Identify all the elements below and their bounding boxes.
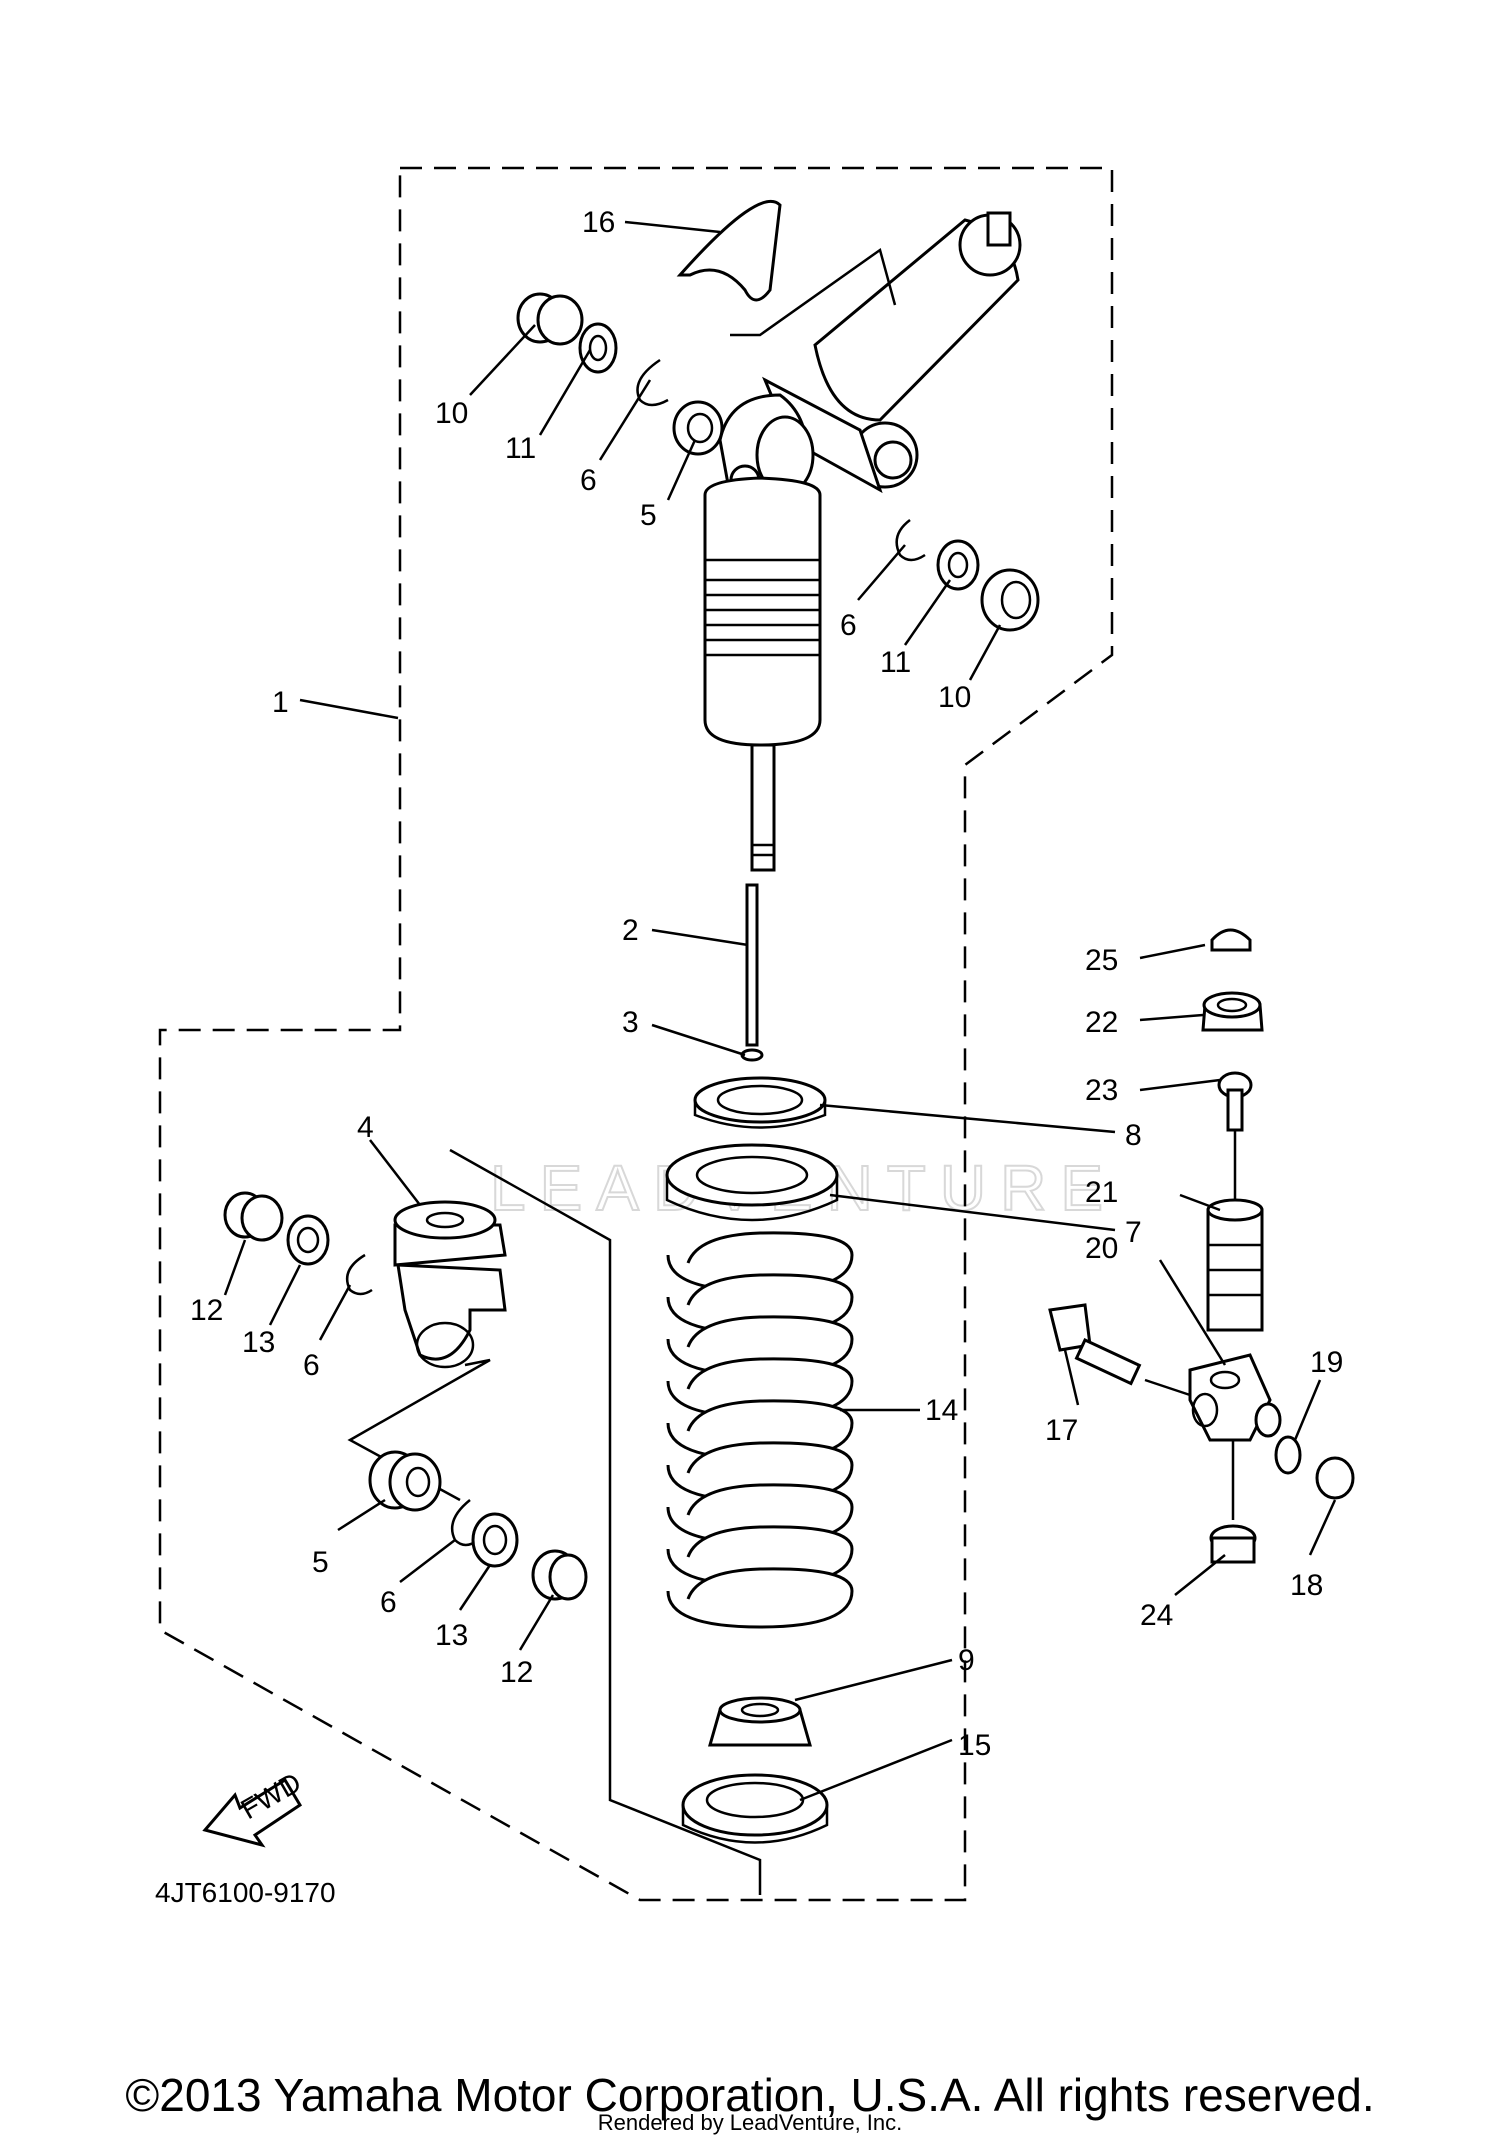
callout-5: 5 [640, 499, 657, 532]
callout-24: 24 [1140, 1599, 1173, 1632]
callout-14: 14 [925, 1394, 958, 1427]
callout-25: 25 [1085, 944, 1118, 977]
upper-right-hardware [895, 519, 1040, 632]
callout-13: 13 [242, 1326, 275, 1359]
callout-22: 22 [1085, 1006, 1118, 1039]
callout-1: 1 [272, 686, 289, 719]
callout-11: 11 [880, 646, 911, 679]
callout-7: 7 [1125, 1216, 1142, 1249]
callout-5: 5 [312, 1546, 329, 1579]
callout-6: 6 [380, 1586, 397, 1619]
lower-mount-axis [449, 1148, 762, 1895]
callout-6: 6 [580, 464, 597, 497]
callout-17: 17 [1045, 1414, 1078, 1447]
reservoir-axis-line [730, 247, 897, 337]
callout-15: 15 [958, 1729, 991, 1762]
part-14-spring [666, 1231, 854, 1629]
lower-left-hardware-upper [223, 1191, 373, 1296]
callout-12: 12 [500, 1656, 533, 1689]
callout-3: 3 [622, 1006, 639, 1039]
fwd-direction-arrow: FWD [202, 1766, 306, 1848]
callout-numbers: 16 10 11 6 5 6 11 10 1 2 3 8 7 4 12 13 6… [190, 206, 1343, 1762]
callout-6: 6 [840, 609, 857, 642]
callout-11: 11 [505, 432, 536, 465]
spring-coil [666, 1567, 854, 1629]
callout-19: 19 [1310, 1346, 1343, 1379]
callout-20: 20 [1085, 1232, 1118, 1265]
part-9-spring-guide [708, 1696, 812, 1747]
callout-10: 10 [435, 397, 468, 430]
part-16-protector [676, 199, 782, 302]
part-15-spring-seat [681, 1773, 829, 1844]
callout-18: 18 [1290, 1569, 1323, 1602]
rendered-by-credit: Rendered by LeadVenture, Inc. [597, 2110, 903, 2135]
callout-16: 16 [582, 206, 615, 239]
assembly-boundary [158, 166, 1114, 1902]
lower-left-hardware-lower [368, 1450, 588, 1601]
part-2-rod [745, 883, 759, 1047]
part-8-ring-nut [693, 1076, 827, 1129]
callout-12: 12 [190, 1294, 223, 1327]
callout-13: 13 [435, 1619, 468, 1652]
callout-10: 10 [938, 681, 971, 714]
callout-leaders [223, 220, 1337, 1802]
callout-6: 6 [303, 1349, 320, 1382]
callout-4: 4 [357, 1111, 374, 1144]
callout-9: 9 [958, 1644, 975, 1677]
copyright-notice: ©2013 Yamaha Motor Corporation, U.S.A. A… [125, 2069, 1375, 2121]
right-side-linkage-hardware [1048, 928, 1355, 1564]
diagram-code: 4JT6100-9170 [155, 1877, 336, 1908]
shock-absorber-body [703, 211, 1022, 872]
callout-23: 23 [1085, 1074, 1118, 1107]
callout-21: 21 [1085, 1176, 1118, 1209]
part-7-lock-nut [665, 1143, 839, 1222]
callout-2: 2 [622, 914, 639, 947]
callout-8: 8 [1125, 1119, 1142, 1152]
part-4-lower-bracket [347, 1200, 507, 1502]
